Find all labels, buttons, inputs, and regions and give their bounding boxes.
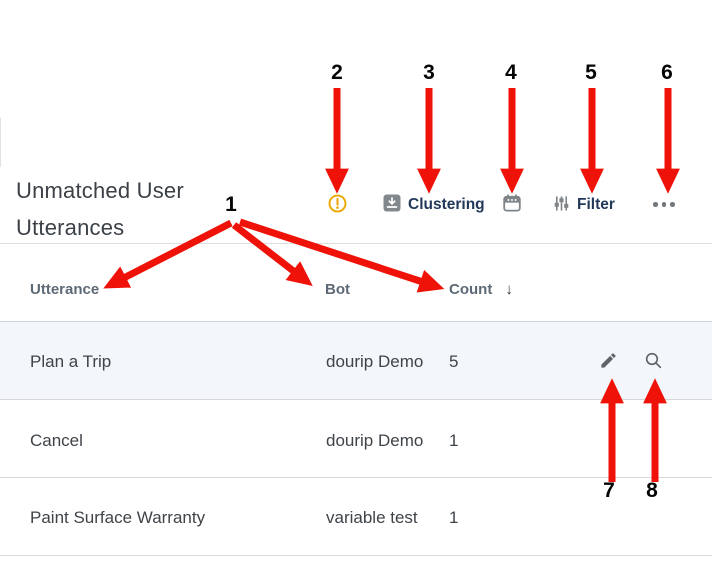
- divider-below-title: [0, 243, 712, 244]
- annotation-number-3: 3: [423, 61, 435, 84]
- count-cell: 1: [449, 431, 459, 450]
- column-header-utterance[interactable]: Utterance: [30, 281, 99, 298]
- calendar-button[interactable]: [502, 193, 522, 216]
- bot-cell: dourip Demo: [326, 431, 424, 450]
- sort-descending-icon: ↓: [505, 281, 513, 298]
- download-box-icon: [383, 194, 401, 215]
- utterance-cell: Cancel: [30, 431, 83, 450]
- table-row[interactable]: Cancel dourip Demo 1: [0, 400, 712, 477]
- more-options-button[interactable]: [653, 202, 675, 207]
- column-header-bot-label: Bot: [325, 281, 350, 298]
- table-row[interactable]: Paint Surface Warranty variable test 1: [0, 478, 712, 555]
- annotation-number-4: 4: [505, 61, 517, 84]
- annotation-number-6: 6: [661, 61, 673, 84]
- clustering-button-label: Clustering: [408, 195, 485, 213]
- annotation-number-7: 7: [603, 479, 615, 502]
- annotation-number-2: 2: [331, 61, 343, 84]
- panel-edge-divider: [0, 118, 1, 167]
- annotation-number-8: 8: [646, 479, 658, 502]
- search-magnifier-icon: [644, 352, 663, 373]
- utterance-cell: Plan a Trip: [30, 352, 112, 371]
- bot-cell: variable test: [326, 508, 418, 527]
- warning-button[interactable]: [328, 194, 347, 216]
- count-cell: 5: [449, 352, 459, 371]
- calendar-icon: [502, 193, 522, 216]
- clustering-button[interactable]: Clustering: [383, 194, 485, 215]
- column-header-count-label: Count: [449, 281, 493, 298]
- column-header-count[interactable]: Count ↓: [449, 281, 513, 298]
- edit-pencil-icon: [599, 353, 618, 373]
- count-cell: 1: [449, 508, 459, 527]
- table-row[interactable]: Plan a Trip dourip Demo 5: [0, 322, 712, 399]
- filter-button-label: Filter: [577, 196, 615, 213]
- exclamation-circle-icon: [328, 194, 347, 216]
- horizontal-ellipsis-icon: [653, 202, 675, 207]
- utterance-cell: Paint Surface Warranty: [30, 508, 206, 527]
- page-title: Unmatched User Utterances: [16, 178, 184, 240]
- divider-row-1: [0, 399, 712, 400]
- column-header-bot[interactable]: Bot: [325, 281, 350, 298]
- filter-button[interactable]: Filter: [553, 195, 615, 215]
- sliders-icon: [553, 195, 570, 215]
- divider-below-header: [0, 321, 712, 322]
- bot-cell: dourip Demo: [326, 352, 424, 371]
- divider-row-2: [0, 477, 712, 478]
- search-utterance-button[interactable]: [642, 351, 664, 373]
- annotation-number-5: 5: [585, 61, 597, 84]
- annotation-number-1: 1: [225, 193, 237, 216]
- column-header-utterance-label: Utterance: [30, 281, 100, 298]
- edit-utterance-button[interactable]: [597, 351, 619, 373]
- divider-row-3: [0, 555, 712, 556]
